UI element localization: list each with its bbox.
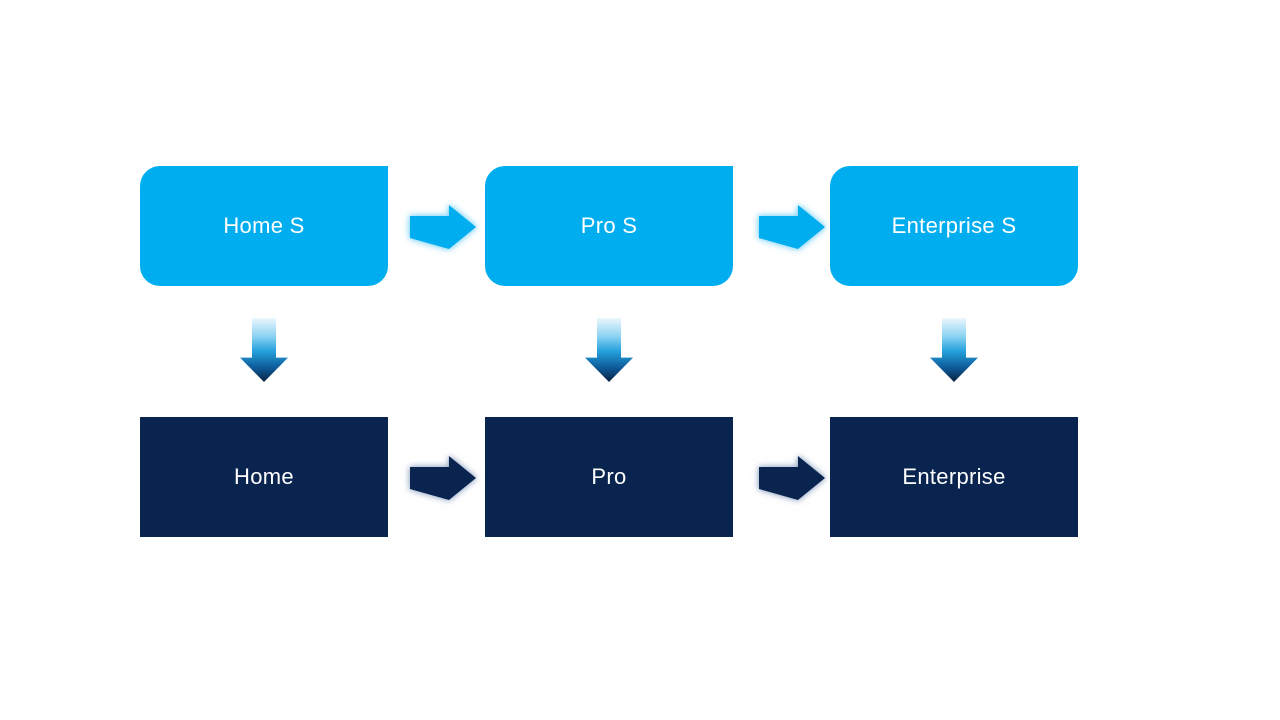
node-label: Enterprise <box>902 464 1006 489</box>
node-label: Enterprise S <box>891 213 1017 238</box>
right-arrow-shape <box>759 205 825 249</box>
right-arrow-shape <box>410 205 476 249</box>
node-label: Home <box>234 464 294 489</box>
node-pro: Pro <box>485 417 733 537</box>
node-enterprise: Enterprise <box>830 417 1078 537</box>
right-arrow-icon <box>410 205 476 249</box>
node-label: Pro <box>591 464 627 489</box>
node-pro-s: Pro S <box>485 166 733 286</box>
down-arrow-icon <box>585 318 633 382</box>
node-label: Pro S <box>580 213 638 238</box>
right-arrow-icon <box>759 456 825 500</box>
down-arrow-shape <box>585 318 633 382</box>
node-home: Home <box>140 417 388 537</box>
down-arrow-shape <box>240 318 288 382</box>
down-arrow-shape <box>930 318 978 382</box>
node-enterprise-s: Enterprise S <box>830 166 1078 286</box>
node-home-s: Home S <box>140 166 388 286</box>
node-label: Home S <box>223 213 305 238</box>
right-arrow-icon <box>759 205 825 249</box>
right-arrow-icon <box>410 456 476 500</box>
right-arrow-shape <box>759 456 825 500</box>
right-arrow-shape <box>410 456 476 500</box>
down-arrow-icon <box>240 318 288 382</box>
down-arrow-icon <box>930 318 978 382</box>
